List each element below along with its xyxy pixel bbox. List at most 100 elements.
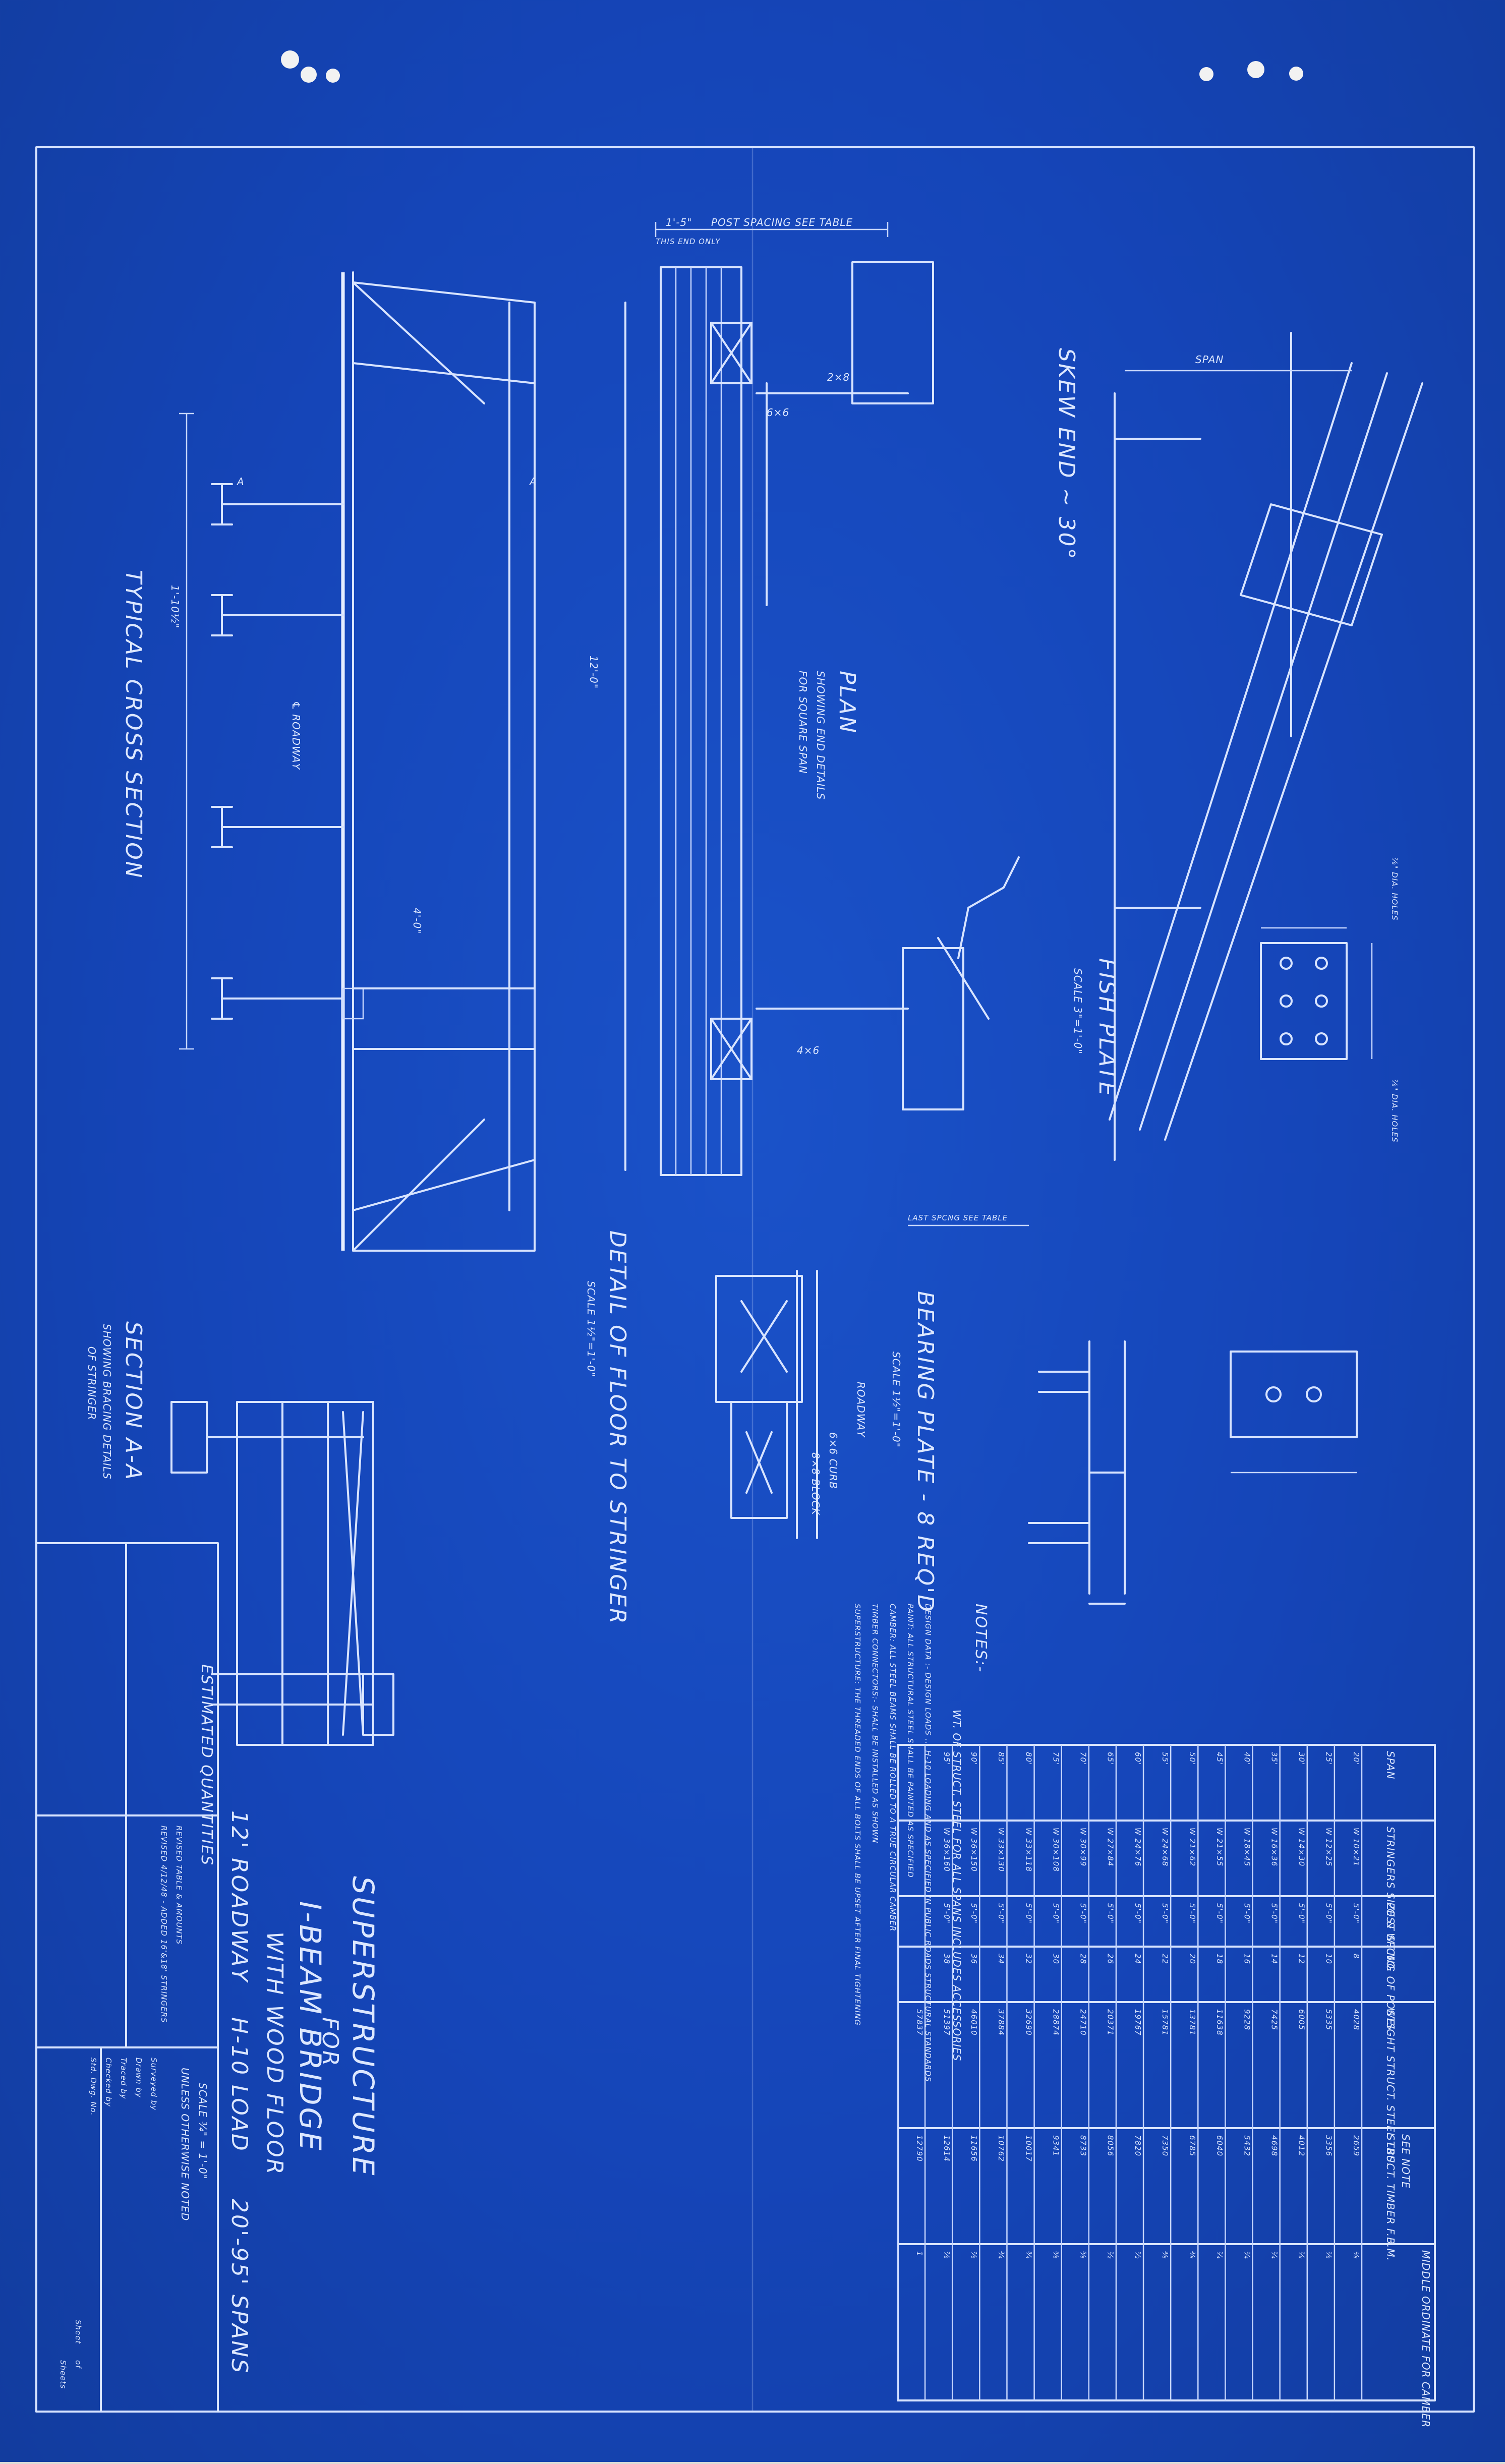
title-spans: 20'-95' SPANS <box>226 2199 252 2374</box>
section-mark-a-left: A <box>236 476 245 488</box>
span-table-cell: 12790 <box>915 2135 924 2162</box>
span-table-cell: 75' <box>1051 1752 1060 1765</box>
span-table-cell: 22 <box>1161 1954 1170 1964</box>
span-table-cell: 5'-0" <box>1106 1903 1115 1924</box>
span-table-cell: 11656 <box>969 2135 978 2162</box>
plan-subtitle-1: SHOWING END DETAILS <box>815 671 827 800</box>
bearing-plate-title: BEARING PLATE - 8 REQ'D <box>912 1291 938 1613</box>
span-table-cell: 5'-0" <box>1133 1903 1142 1924</box>
span-table-cell: 8733 <box>1079 2135 1088 2156</box>
typical-cross-section-title: TYPICAL CROSS SECTION <box>121 570 146 879</box>
span-table-cell: 16 <box>1242 1954 1251 1964</box>
note-timber: TIMBER CONNECTORS:- SHALL BE INSTALLED A… <box>871 1604 880 1843</box>
span-table-cell: 9228 <box>1242 2009 1251 2030</box>
drawn-by: Drawn by <box>134 2058 143 2098</box>
detail-floor-title: DETAIL OF FLOOR TO STRINGER <box>605 1230 630 1625</box>
span-table-cell: ⅛ <box>1297 2251 1306 2259</box>
span-table-cell: 50' <box>1188 1752 1197 1765</box>
span-table-cell: 10 <box>1324 1954 1334 1964</box>
span-table-cell: 2659 <box>1352 2135 1361 2156</box>
fish-plate-title: FISH PLATE <box>1094 958 1120 1097</box>
span-table-cell: 20371 <box>1106 2009 1115 2036</box>
span-table-cell: 5'-0" <box>969 1903 978 1924</box>
span-table-header: STRINGERS SIZE & WT. <box>1384 1827 1397 1953</box>
plan-title: PLAN <box>834 671 860 734</box>
span-table-cell: 28 <box>1079 1954 1088 1964</box>
span-table-cell: 28874 <box>1051 2009 1060 2036</box>
last-spacing-label: LAST SPCNG SEE TABLE <box>908 1213 1008 1222</box>
span-table-cell: 55' <box>1161 1752 1170 1765</box>
span-table-cell: 7425 <box>1269 2009 1279 2030</box>
roadway-label: ROADWAY <box>855 1382 867 1438</box>
section-mark-a-right: A <box>529 476 537 488</box>
span-table-cell: 24 <box>1133 1954 1142 1964</box>
span-table-cell: 3356 <box>1324 2135 1334 2156</box>
span-table-cell: ⅜ <box>1161 2251 1170 2259</box>
span-table-cell: 60' <box>1133 1752 1142 1765</box>
section-aa-drawing <box>170 1401 394 1746</box>
span-table-cell: 46010 <box>969 2009 978 2036</box>
skew-span-label: SPAN <box>1195 354 1224 366</box>
span-table-cell: 65' <box>1106 1752 1115 1765</box>
span-table-cell: 5432 <box>1242 2135 1251 2156</box>
span-table-cell: W 21×62 <box>1188 1828 1197 1866</box>
detail-floor-drawing <box>715 1270 818 1539</box>
span-table-cell: ⅜ <box>1188 2251 1197 2259</box>
span-table-cell: 70' <box>1079 1752 1088 1765</box>
fish-plate-scale: SCALE 3"=1'-0" <box>1072 968 1084 1054</box>
span-table-cell: 5'-0" <box>1079 1903 1088 1924</box>
span-table-cell: 5'-0" <box>1269 1903 1279 1924</box>
title-superstructure: SUPERSTRUCTURE <box>346 1876 380 2178</box>
plan-subtitle-2: FOR SQUARE SPAN <box>797 671 809 774</box>
span-table-cell: 95' <box>942 1752 951 1765</box>
span-table-cell: 6005 <box>1297 2009 1306 2030</box>
title-wood-floor: WITH WOOD FLOOR <box>262 1931 287 2176</box>
curb-label: 6×6 CURB <box>827 1432 839 1489</box>
span-table-cell: 18 <box>1215 1954 1224 1964</box>
span-table-cell: 4698 <box>1269 2135 1279 2156</box>
span-table-cell: 32 <box>1024 1954 1033 1964</box>
span-table-cell: 57837 <box>915 2009 924 2036</box>
section-aa-subtitle-2: OF STRINGER <box>86 1346 98 1420</box>
title-for: FOR <box>317 2017 343 2068</box>
span-table-cell: W 36×150 <box>969 1828 978 1872</box>
span-table-cell: 14 <box>1269 1954 1279 1964</box>
span-table-header: WEIGHT STRUCT. STEEL LBS. <box>1384 2008 1397 2166</box>
span-table-cell: 40' <box>1242 1752 1251 1765</box>
span-table-cell: 6785 <box>1188 2135 1197 2156</box>
span-table-cell: W 16×36 <box>1269 1828 1279 1866</box>
span-table-cell: 5'-0" <box>997 1903 1006 1924</box>
fish-plate-holes-top: ⅞" DIA. HOLES <box>1390 857 1399 921</box>
span-table-cell: ¼ <box>1269 2251 1279 2259</box>
skew-end-title: SKEW END ~ 30° <box>1054 348 1079 561</box>
plan-6x6-label: 6×6 <box>767 406 789 419</box>
span-table-cell: 12 <box>1297 1954 1306 1964</box>
span-table-cell: 12614 <box>942 2135 951 2162</box>
revised-2: REVISED 4/12/48 - ADDED 16'&18' STRINGER… <box>159 1826 168 2023</box>
note-paint: PAINT: ALL STRUCTURAL STEEL SHALL BE PAI… <box>906 1604 915 1878</box>
span-table-cell: 8056 <box>1106 2135 1115 2156</box>
note-design-data: DESIGN DATA :- DESIGN LOADS ... H-10 LOA… <box>923 1604 933 2082</box>
block-label: 8×8 BLOCK <box>809 1452 822 1516</box>
span-table-cell: 80' <box>1024 1752 1033 1765</box>
span-table-cell: W 30×108 <box>1051 1828 1060 1872</box>
span-table-cell: 90' <box>969 1752 978 1765</box>
span-table-cell: 38 <box>942 1954 951 1964</box>
std-dwg-no: Std. Dwg. No. <box>89 2058 98 2116</box>
skew-end-drawing <box>937 332 1423 1161</box>
span-table-cell: 13781 <box>1188 2009 1197 2036</box>
this-end-only-label: THIS END ONLY <box>656 237 721 246</box>
span-table-cell: W 18×45 <box>1242 1828 1251 1866</box>
detail-floor-scale: SCALE 1½"=1'-0" <box>585 1281 597 1377</box>
note-camber: CAMBER: ALL STEEL BEAMS SHALL BE ROLLED … <box>888 1604 897 1931</box>
span-table-cell: 8 <box>1352 1954 1361 1959</box>
span-table-cell: W 36×160 <box>942 1828 951 1872</box>
span-table-cell: W 21×55 <box>1215 1828 1224 1866</box>
span-table-cell: 34 <box>997 1954 1006 1964</box>
revised-1: REVISED TABLE & AMOUNTS <box>175 1826 184 1945</box>
span-table-cell: 7350 <box>1161 2135 1170 2156</box>
span-table-cell: 35' <box>1269 1752 1279 1765</box>
span-table-cell: 9341 <box>1051 2135 1060 2156</box>
span-table-cell: 85' <box>997 1752 1006 1765</box>
